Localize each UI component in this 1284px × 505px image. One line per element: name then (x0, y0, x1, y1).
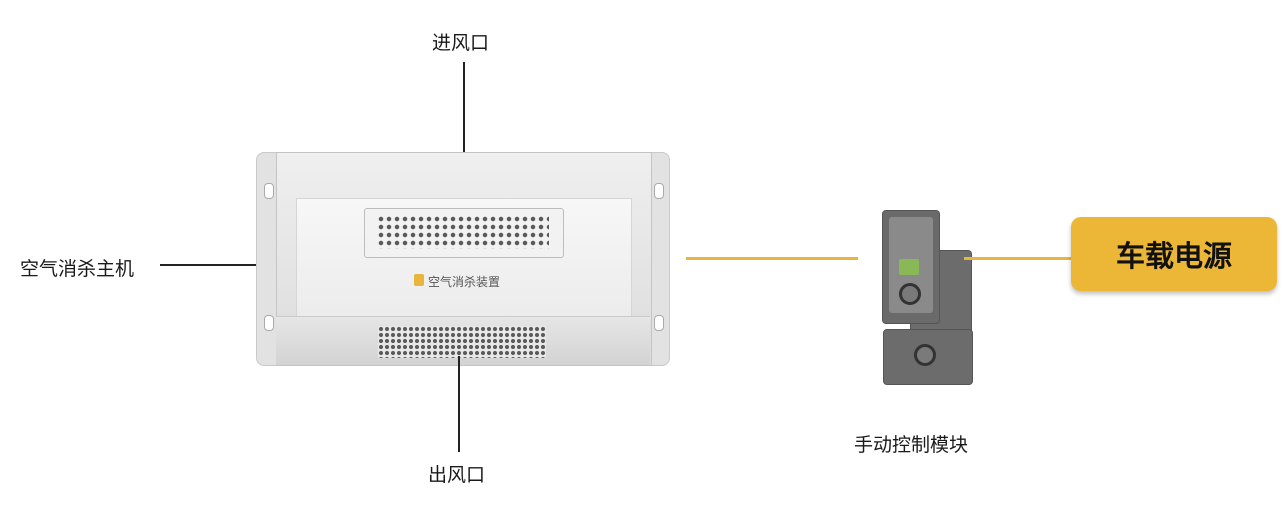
air-inlet-label: 进风口 (432, 32, 490, 54)
module-to-power-connector (964, 257, 1074, 260)
knob-icon (914, 344, 936, 366)
control-panel-lower (883, 329, 973, 385)
inlet-mesh (377, 215, 549, 249)
air-disinfection-main-unit: 空气消杀装置 (256, 152, 670, 367)
air-outlet-label: 出风口 (428, 464, 486, 486)
air-inlet-leader (463, 62, 465, 212)
device-badge-text: 空气消杀装置 (428, 275, 501, 289)
outlet-grille (378, 326, 546, 358)
main-unit-leader (160, 264, 294, 266)
main-unit-label: 空气消杀主机 (20, 258, 135, 280)
vehicle-power-label: 车载电源 (1115, 239, 1232, 273)
vehicle-power-box: 车载电源 (1071, 217, 1277, 291)
mounting-hole (264, 315, 274, 331)
unit-to-module-connector (686, 257, 858, 260)
mounting-hole (264, 183, 274, 199)
inlet-grille (364, 208, 564, 258)
control-panel-front (882, 210, 940, 324)
air-outlet-leader (458, 356, 460, 452)
mounting-hole (654, 183, 664, 199)
brand-logo-icon (414, 274, 424, 286)
control-module-label: 手动控制模块 (854, 434, 969, 456)
knob-icon (899, 283, 921, 305)
mounting-hole (654, 315, 664, 331)
status-indicator-icon (899, 259, 919, 275)
manual-control-module (880, 210, 980, 385)
